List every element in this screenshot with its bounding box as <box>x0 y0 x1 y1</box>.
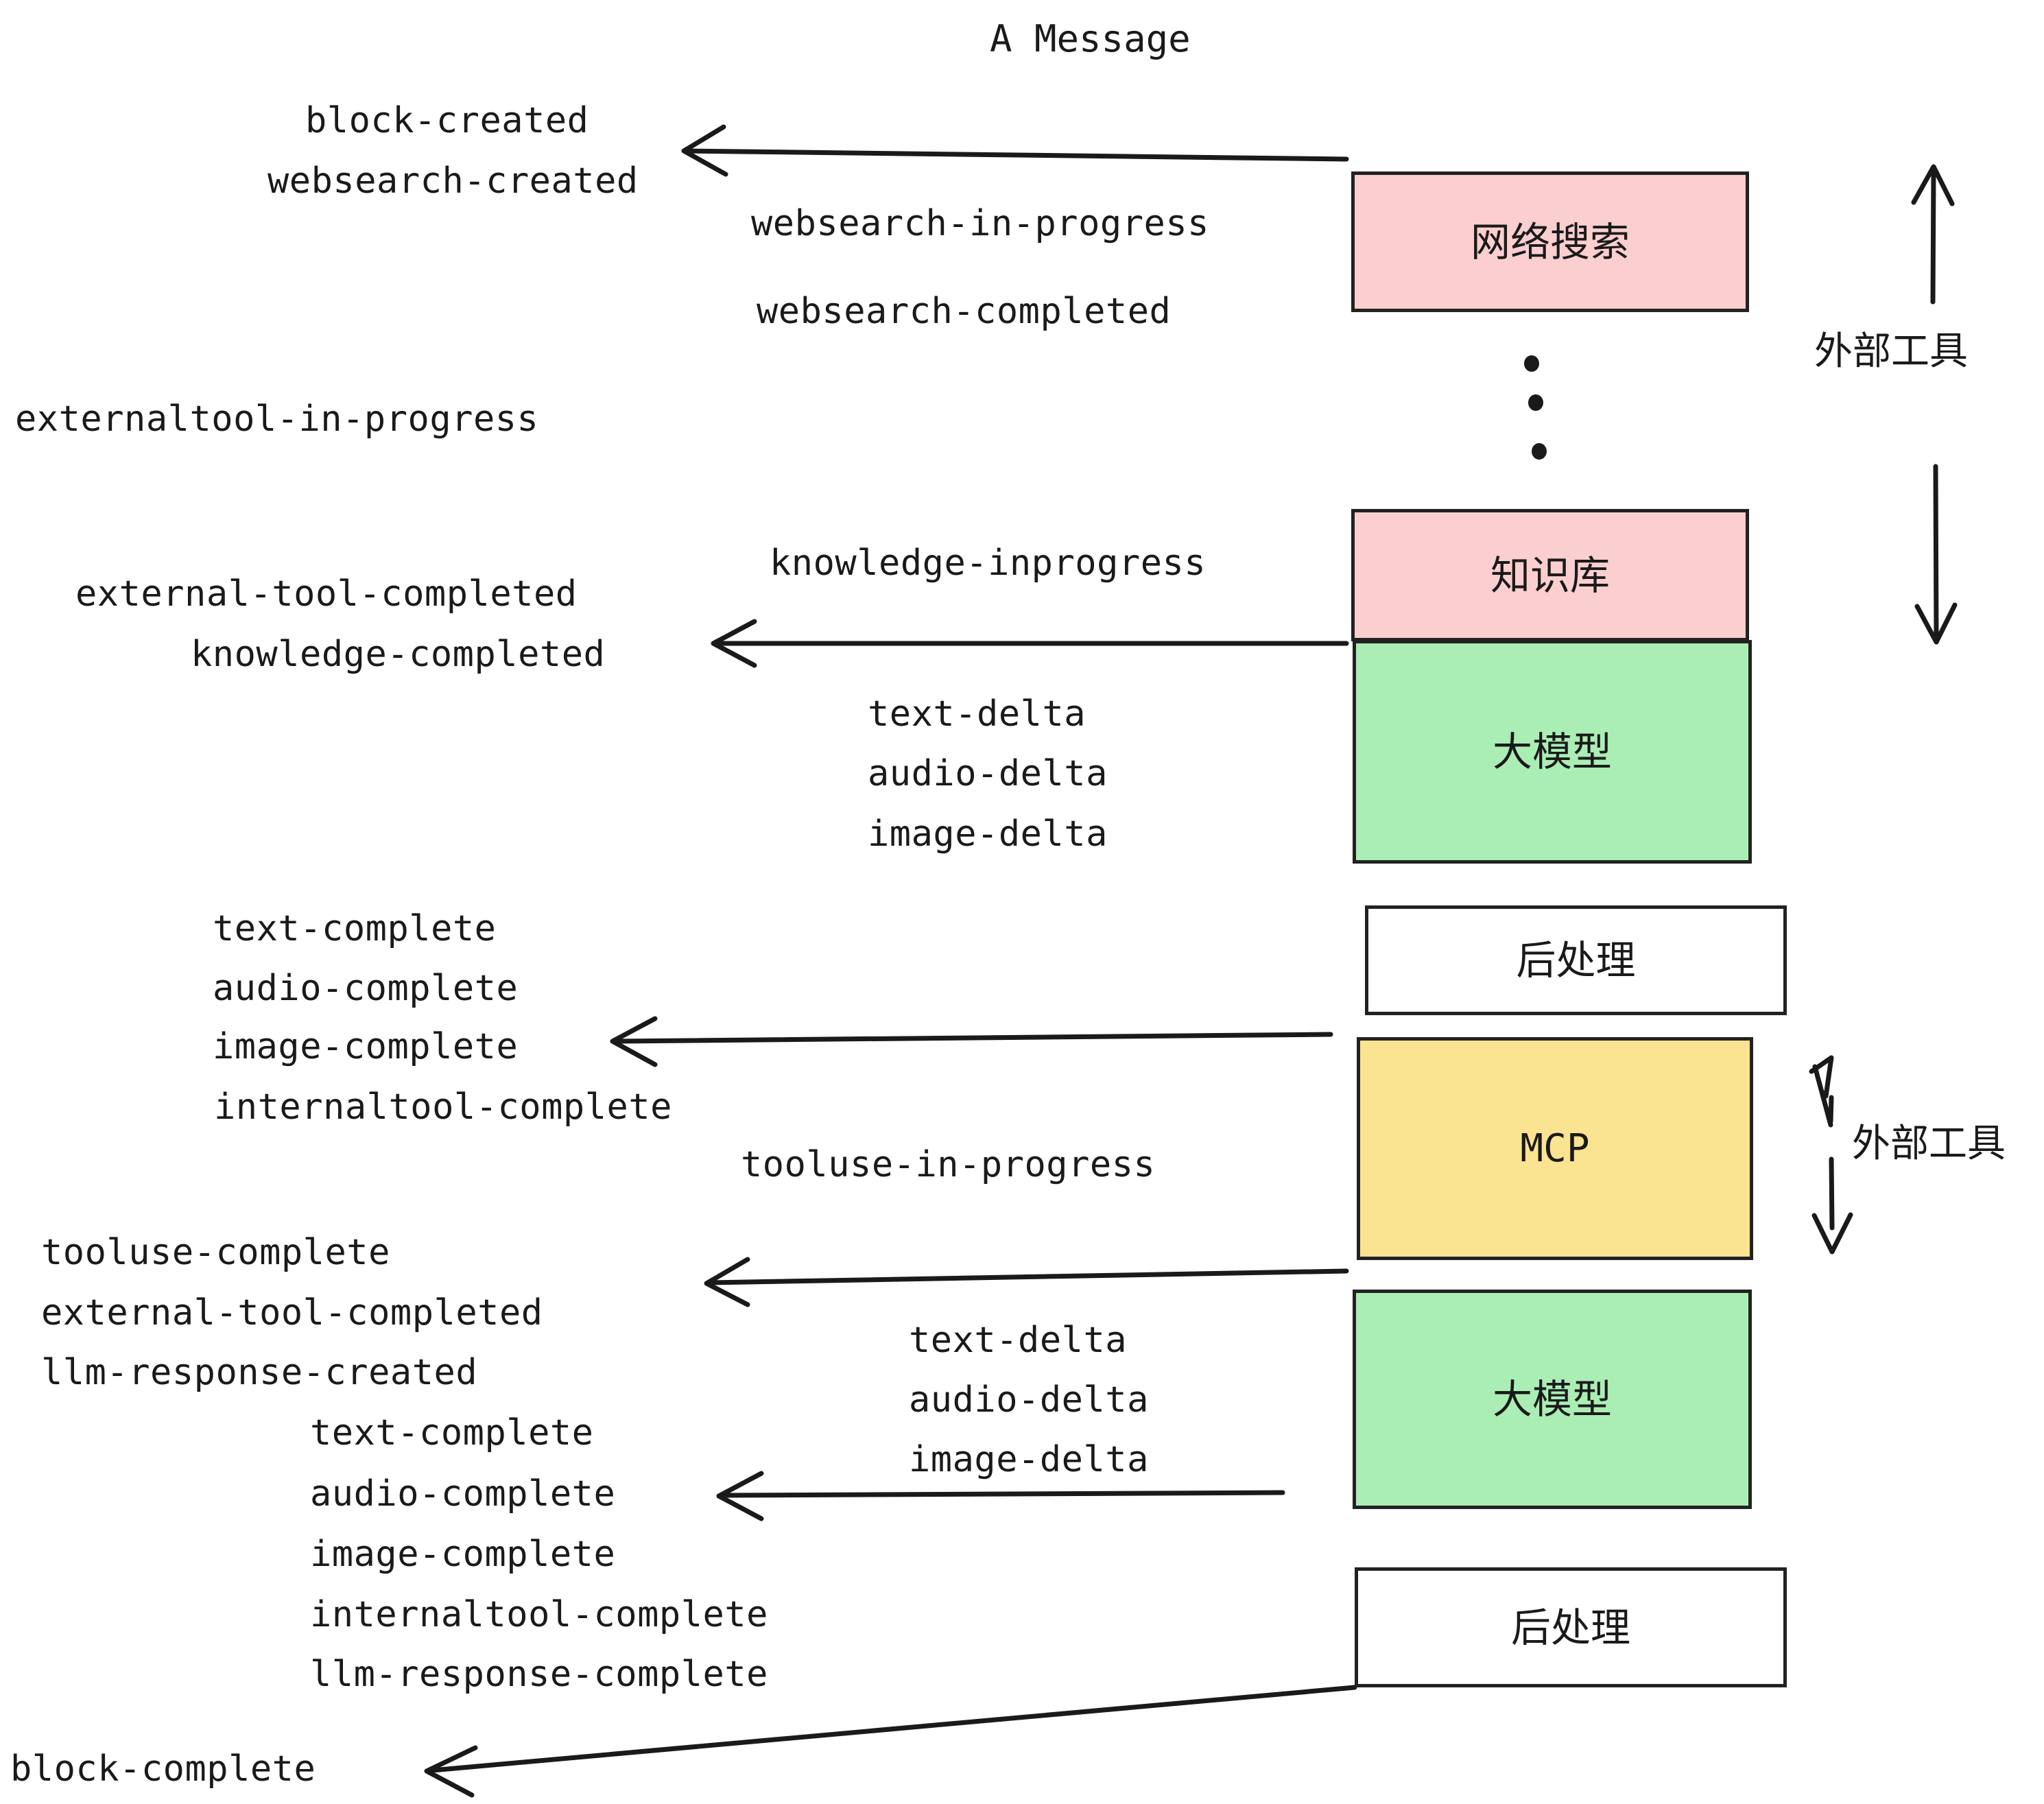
event-external-tool-completed-1: external-tool-completed <box>75 573 578 615</box>
side-note-external-tools-top: 外部工具 <box>1814 329 1968 374</box>
span-arrow-external-tools-top <box>1911 164 1958 645</box>
event-llm-response-created: llm-response-created <box>41 1352 478 1393</box>
event-external-tool-completed-2: external-tool-completed <box>41 1292 543 1333</box>
event-image-complete-1: image-complete <box>213 1026 519 1067</box>
event-audio-delta-1: audio-delta <box>868 753 1108 794</box>
arrow-postprocess-to-block-complete <box>424 1685 1357 1798</box>
node-llm-2[interactable]: 大模型 <box>1353 1290 1752 1509</box>
arrow-websearch-to-events <box>681 124 1349 177</box>
arrow-mcp-to-image-complete <box>610 1016 1333 1067</box>
event-image-delta-1: image-delta <box>868 814 1108 855</box>
event-knowledge-completed: knowledge-completed <box>191 634 606 675</box>
event-internaltool-complete-2: internaltool-complete <box>310 1594 768 1635</box>
event-externaltool-in-progress: externaltool-in-progress <box>15 399 539 440</box>
node-postprocess-1-label: 后处理 <box>1516 937 1636 984</box>
event-text-complete-2: text-complete <box>310 1412 594 1453</box>
event-audio-complete-2: audio-complete <box>310 1473 616 1515</box>
node-llm-1-label: 大模型 <box>1492 728 1612 775</box>
node-postprocess-2[interactable]: 后处理 <box>1355 1567 1787 1687</box>
event-image-delta-2: image-delta <box>909 1439 1149 1480</box>
event-llm-response-complete: llm-response-complete <box>310 1654 768 1695</box>
node-knowledge-label: 知识库 <box>1490 551 1610 599</box>
node-websearch[interactable]: 网络搜索 <box>1351 171 1749 312</box>
node-mcp[interactable]: MCP <box>1357 1037 1753 1260</box>
event-text-complete-1: text-complete <box>213 908 497 949</box>
event-block-created: block-created <box>305 100 589 141</box>
event-internaltool-complete-1: internaltool-complete <box>214 1087 672 1128</box>
event-websearch-in-progress: websearch-in-progress <box>751 203 1209 244</box>
ellipsis-dot <box>1532 443 1547 460</box>
node-postprocess-2-label: 后处理 <box>1510 1604 1630 1651</box>
page-title: A Message <box>990 17 1191 60</box>
ellipsis-dot <box>1524 355 1539 372</box>
event-websearch-created: websearch-created <box>268 161 639 202</box>
span-arrow-external-tools-bottom <box>1809 1055 1853 1255</box>
event-text-delta-1: text-delta <box>868 693 1086 735</box>
arrow-knowledge-to-events <box>711 619 1349 668</box>
node-knowledge[interactable]: 知识库 <box>1351 509 1749 641</box>
event-tooluse-complete: tooluse-complete <box>41 1232 390 1273</box>
arrow-mcp-to-tooluse-complete <box>704 1257 1349 1307</box>
event-websearch-completed: websearch-completed <box>757 291 1172 332</box>
side-note-external-tools-bottom: 外部工具 <box>1852 1121 2006 1166</box>
node-mcp-label: MCP <box>1520 1126 1590 1171</box>
event-block-complete: block-complete <box>10 1748 316 1790</box>
event-audio-complete-1: audio-complete <box>213 968 519 1009</box>
event-knowledge-inprogress: knowledge-inprogress <box>770 543 1207 584</box>
ellipsis-dot <box>1528 394 1543 411</box>
node-llm-2-label: 大模型 <box>1492 1376 1612 1423</box>
event-image-complete-2: image-complete <box>310 1534 616 1575</box>
event-audio-delta-2: audio-delta <box>909 1379 1149 1421</box>
node-llm-1[interactable]: 大模型 <box>1353 640 1752 864</box>
node-websearch-label: 网络搜索 <box>1470 218 1630 265</box>
event-tooluse-in-progress: tooluse-in-progress <box>741 1144 1156 1185</box>
event-text-delta-2: text-delta <box>909 1320 1128 1361</box>
node-postprocess-1[interactable]: 后处理 <box>1365 905 1787 1015</box>
